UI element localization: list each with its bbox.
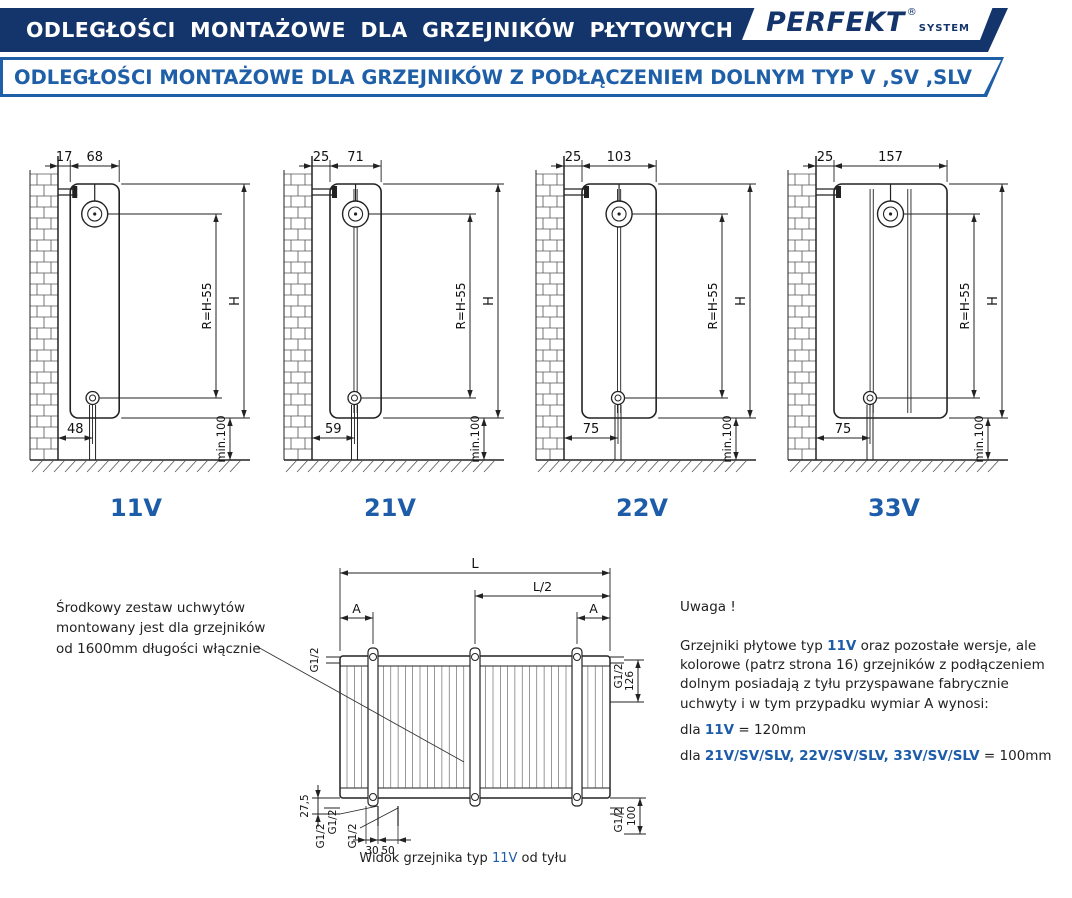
dim-text: 157: [878, 150, 903, 165]
radiator-drawing-11v: 17 68R=H-55 H 48 min.100: [29, 150, 250, 473]
dim-text: L/2: [533, 579, 552, 594]
logo-sub-text: SYSTEM: [918, 23, 970, 34]
dim-text: 50: [381, 845, 394, 857]
dim-text: R=H-55: [454, 282, 468, 329]
registered-mark-icon: ®: [906, 6, 917, 18]
dim-text: 68: [86, 150, 103, 165]
dim-text: H: [482, 296, 497, 306]
subtitle-banner-inner: ODLEGŁOŚCI MONTAŻOWE DLA GRZEJNIKÓW Z PO…: [3, 60, 1001, 94]
dim-text: 48: [67, 422, 84, 437]
dim-text: 103: [607, 150, 632, 165]
dim-text: 75: [835, 422, 852, 437]
dim-text: 25: [565, 150, 582, 165]
dim-text: 100: [626, 806, 638, 826]
type-label-22v: 22V: [616, 494, 668, 522]
dim-text: 59: [325, 422, 342, 437]
dim-text: 25: [313, 150, 330, 165]
dim-text: A: [589, 601, 598, 616]
note-right-title: Uwaga !: [680, 599, 736, 615]
dim-text: R=H-55: [958, 282, 972, 329]
dim-text: 75: [583, 422, 600, 437]
dim-text: G1/2: [315, 823, 327, 848]
dim-text: 17: [56, 150, 73, 165]
dim-text: G1/2: [309, 647, 321, 672]
dim-text: 71: [347, 150, 364, 165]
dim-text: H: [986, 296, 1001, 306]
dim-text: H: [734, 296, 749, 306]
dim-text: min.100: [720, 415, 734, 462]
page-title: ODLEGŁOŚCI MONTAŻOWE DLA GRZEJNIKÓW PŁYT…: [26, 18, 734, 42]
dim-text: 30: [365, 845, 378, 857]
dim-text: min.100: [468, 415, 482, 462]
radiator-drawing-21v: 25 71R=H-55 H 59 min.100: [283, 150, 504, 473]
note-right: Uwaga ! Grzejniki płytowe typ 11V oraz p…: [680, 598, 1066, 766]
type-label-21v: 21V: [364, 494, 416, 522]
type-label-33v: 33V: [868, 494, 920, 522]
subtitle-text: ODLEGŁOŚCI MONTAŻOWE DLA GRZEJNIKÓW Z PO…: [14, 65, 973, 89]
logo-brand-text: PERFEKT: [765, 6, 905, 38]
dim-text: min.100: [214, 415, 228, 462]
diagram-group: 25 71R=H-55 H 59 min.100: [283, 150, 504, 473]
dim-text: min.100: [972, 415, 986, 462]
note-right-body: Grzejniki płytowe typ 11V oraz pozostałe…: [680, 638, 1052, 764]
dim-text: G1/2: [347, 823, 359, 848]
dim-text: 27,5: [299, 794, 311, 817]
dim-text: R=H-55: [200, 282, 214, 329]
back-view-caption: Widok grzejnika typ 11V od tyłu: [359, 851, 567, 866]
perfekt-logo: PERFEKT ® SYSTEM: [742, 4, 994, 40]
dim-text: 126: [624, 671, 636, 691]
subtitle-banner: ODLEGŁOŚCI MONTAŻOWE DLA GRZEJNIKÓW Z PO…: [0, 57, 1004, 97]
dim-text: L: [471, 557, 479, 572]
dim-text: 25: [817, 150, 834, 165]
diagram-group: 17 68R=H-55 H 48 min.100: [29, 150, 250, 473]
type-label-11v: 11V: [110, 494, 162, 522]
dim-text: G1/2: [613, 663, 625, 688]
dim-text: G1/2: [327, 809, 339, 834]
dim-text: G1/2: [613, 807, 625, 832]
dim-text: R=H-55: [706, 282, 720, 329]
dim-text: H: [228, 296, 243, 306]
dim-text: A: [352, 601, 361, 616]
